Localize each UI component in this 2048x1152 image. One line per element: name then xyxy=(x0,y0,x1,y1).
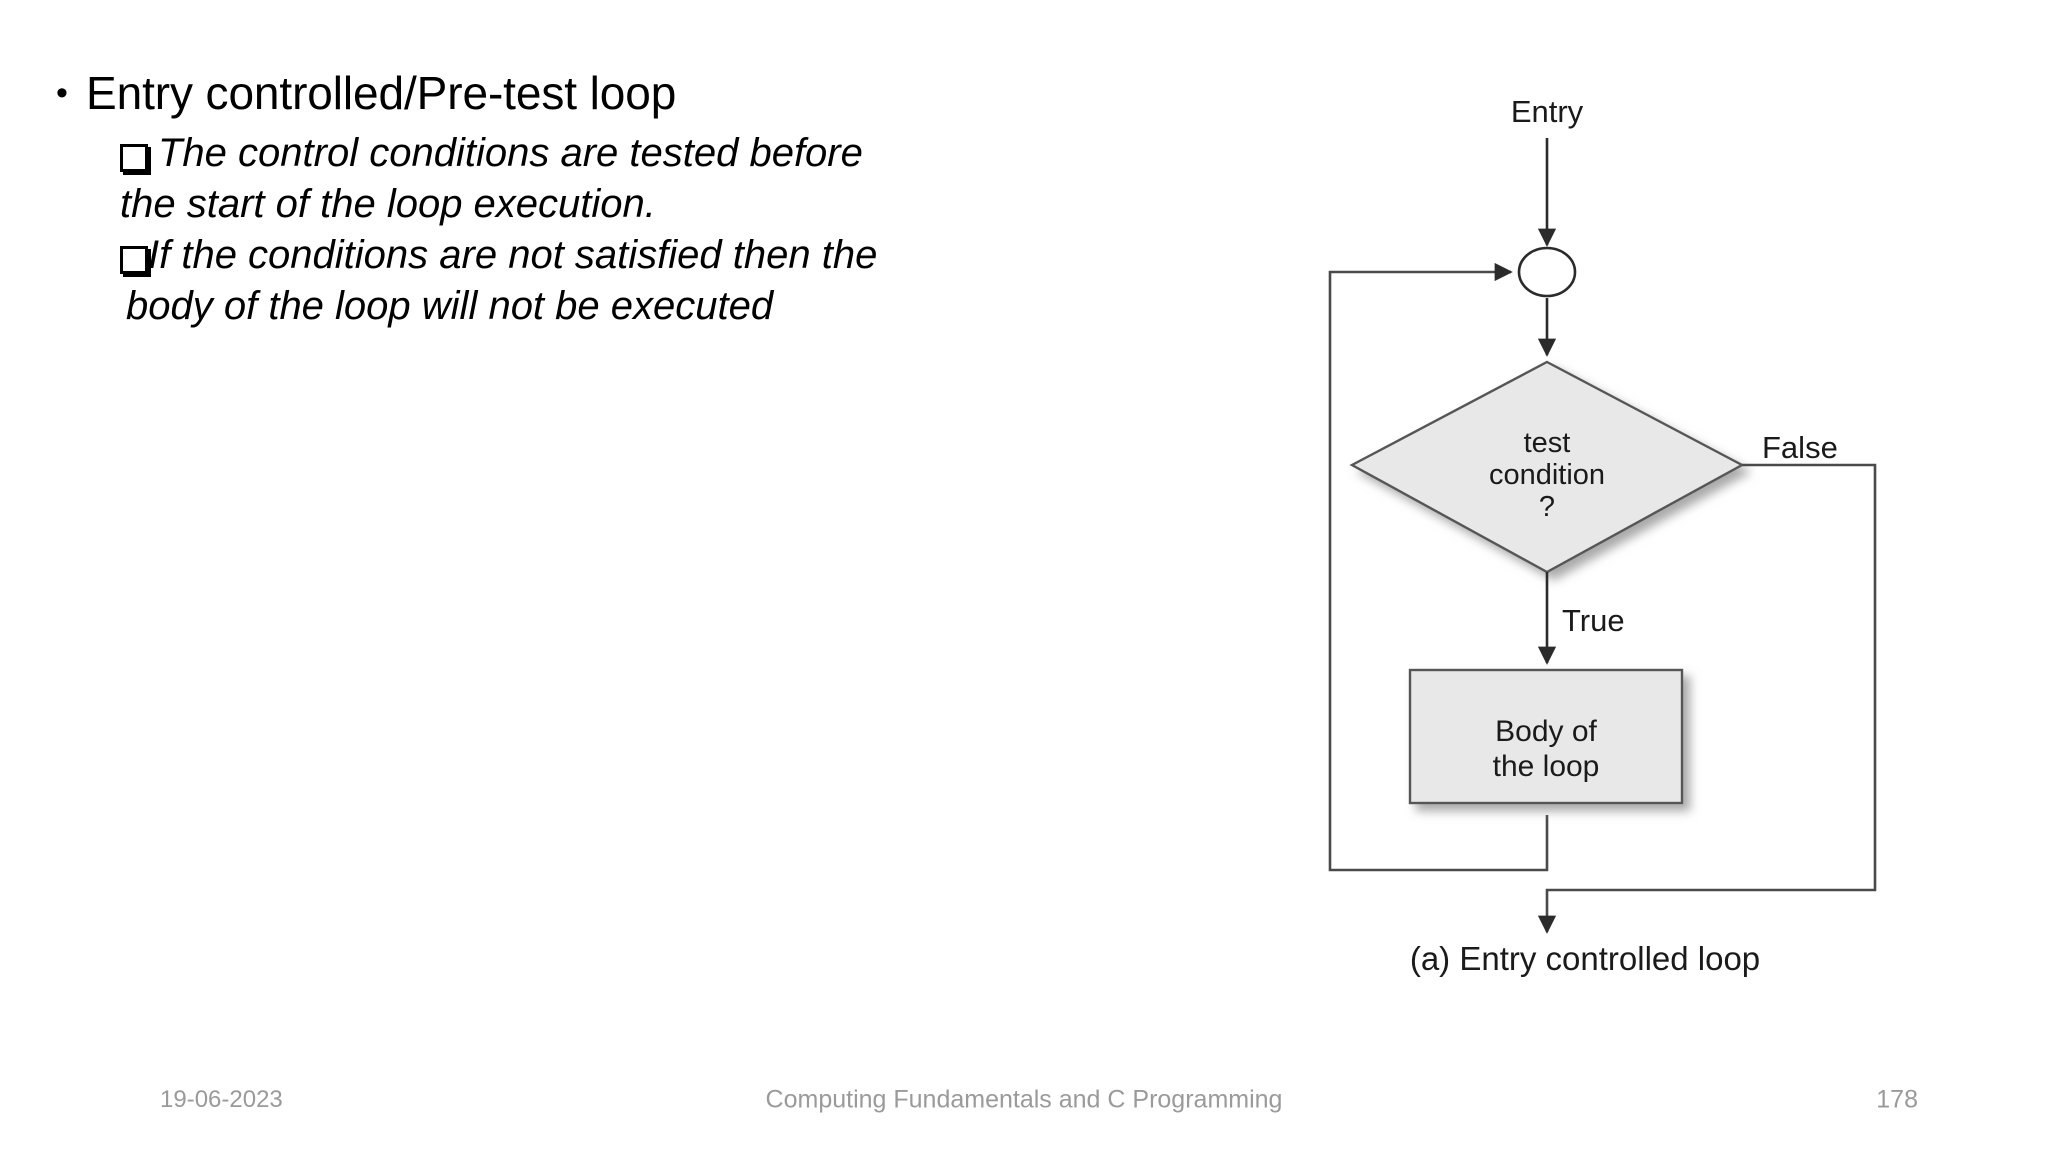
bullet-dot-icon: • xyxy=(56,74,68,112)
true-label: True xyxy=(1562,603,1625,638)
sub-point-2: If the conditions are not satisfied then… xyxy=(120,230,1152,281)
slide-heading-text: Entry controlled/Pre-test loop xyxy=(86,67,677,119)
sub-point-list: The control conditions are tested before… xyxy=(52,128,1152,333)
loop-junction-node xyxy=(1517,246,1577,298)
sub-point-1-line-1: The control conditions are tested before xyxy=(158,130,863,175)
sub-point-2-line-1: If the conditions are not satisfied then… xyxy=(148,232,878,277)
entry-label: Entry xyxy=(1511,94,1584,129)
sub-point-1-line-2: the start of the loop execution. xyxy=(120,181,656,226)
entry-controlled-loop-flowchart: Entry test condition ? False True Body o… xyxy=(1300,80,1920,980)
slide-heading: • Entry controlled/Pre-test loop xyxy=(52,67,1152,120)
connector-loop-back xyxy=(1328,262,1549,872)
sub-point-2-line-2: body of the loop will not be executed xyxy=(126,284,774,329)
connector-false-exit xyxy=(1537,463,1877,934)
decision-label-line-1: test xyxy=(1524,427,1571,459)
loop-body-label-line-1: Body of xyxy=(1495,715,1597,748)
footer-page-number: 178 xyxy=(1876,1085,1918,1114)
footer-title: Computing Fundamentals and C Programming xyxy=(765,1085,1283,1114)
false-label: False xyxy=(1762,430,1838,465)
footer-date: 19-06-2023 xyxy=(160,1086,283,1113)
loop-body-box xyxy=(1408,668,1684,805)
sub-point-1: The control conditions are tested before xyxy=(120,128,1152,179)
loop-body-label-line-2: the loop xyxy=(1493,750,1600,783)
slide-text-column: • Entry controlled/Pre-test loop The con… xyxy=(52,67,1152,333)
decision-label-line-2: condition xyxy=(1489,459,1605,491)
checkbox-square-icon xyxy=(120,245,148,274)
figure-caption: (a) Entry controlled loop xyxy=(1410,940,1760,977)
decision-label-line-3: ? xyxy=(1539,491,1555,523)
checkbox-square-icon xyxy=(120,143,148,172)
